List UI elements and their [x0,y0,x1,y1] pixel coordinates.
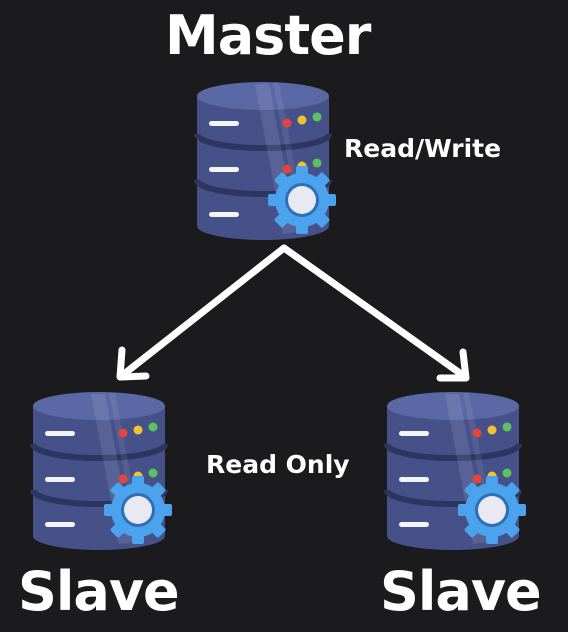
replication-arrow-right [280,244,470,382]
slave-left-title: Slave [18,560,180,623]
slave-right-database-icon [387,392,526,550]
master-role-label: Read/Write [344,134,502,163]
master-title: Master [165,4,371,67]
master-database-icon [197,82,336,240]
replication-arrow-left [116,244,288,381]
slave-left-database-icon [33,392,172,550]
slaves-role-label: Read Only [206,450,350,479]
slave-right-title: Slave [380,560,542,623]
